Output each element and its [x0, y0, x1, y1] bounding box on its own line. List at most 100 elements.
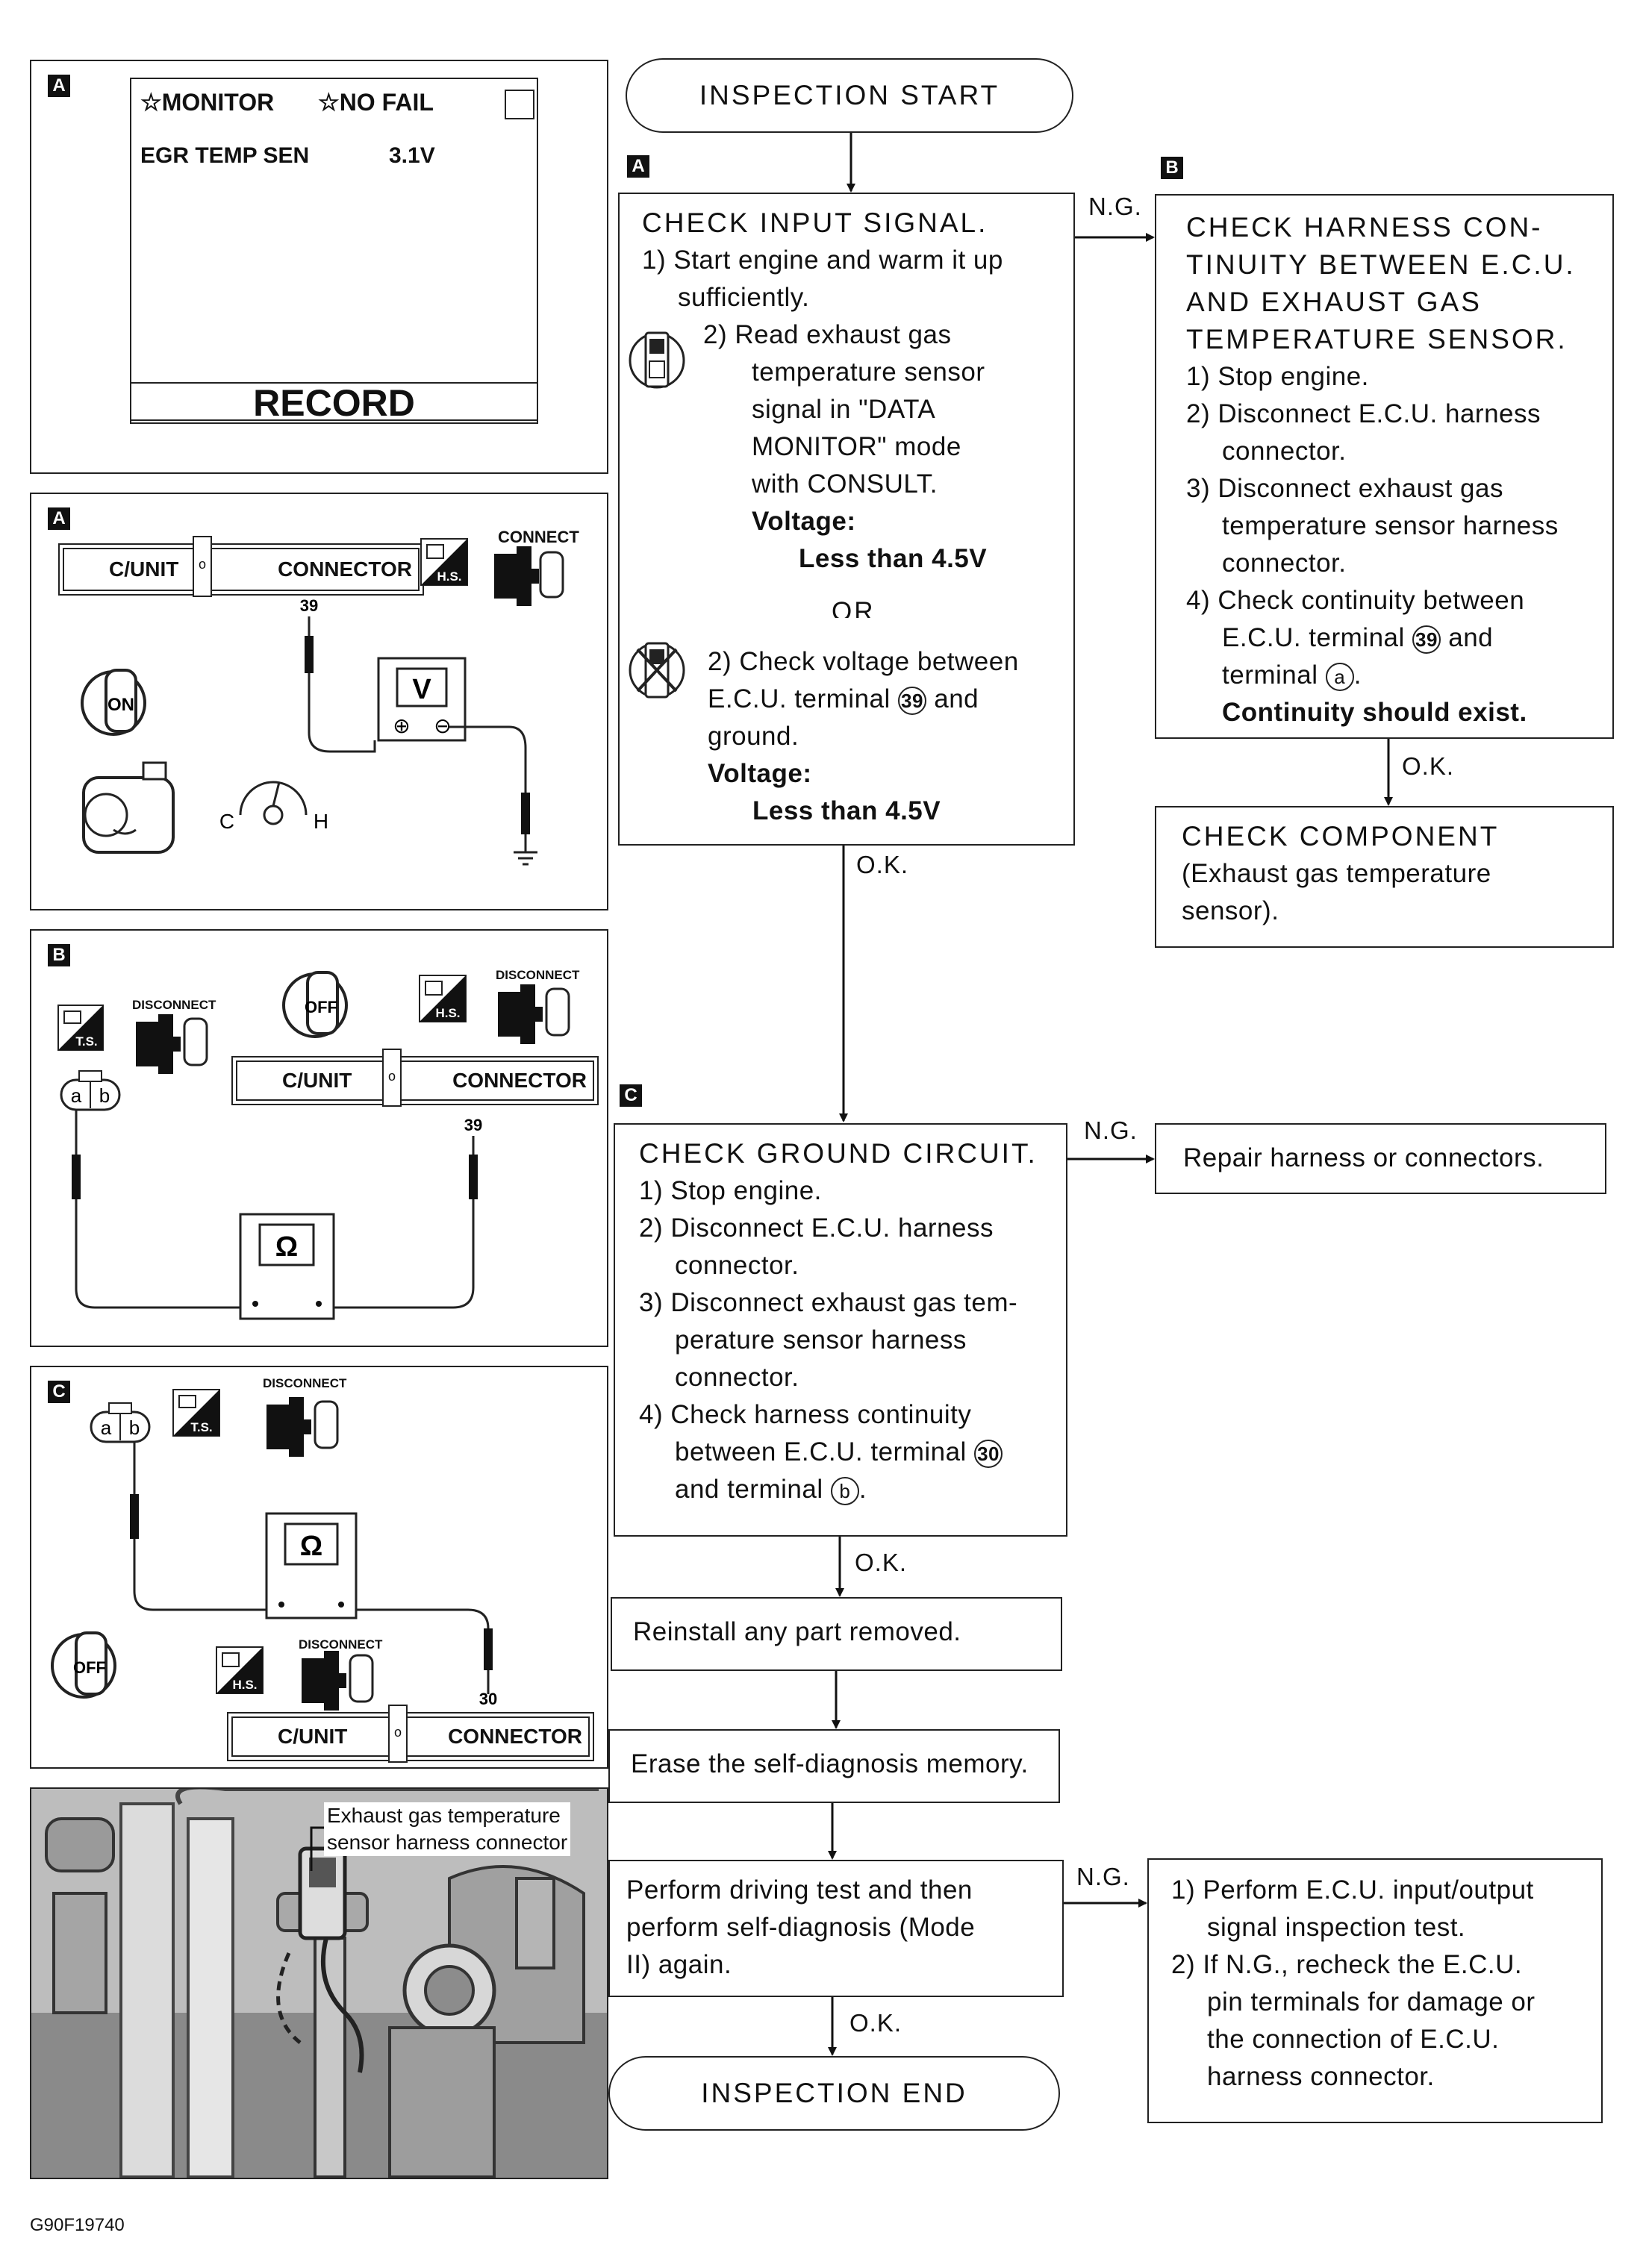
panel-tag: B	[48, 944, 70, 966]
box-b-step2-cont: connector.	[1222, 437, 1347, 466]
disconnect-hs-label: DISCONNECT	[496, 968, 580, 982]
ecu-step2-cont: pin terminals for damage or	[1207, 1987, 1536, 2016]
box-b-step4: 4) Check continuity between	[1186, 586, 1525, 615]
terminal-30-circle: 30	[974, 1439, 1003, 1468]
caption-line-2: sensor harness connector	[327, 1831, 568, 1854]
c-unit-label: C/UNIT	[282, 1069, 352, 1092]
panel-tag: A	[48, 75, 70, 97]
disconnect-ts-label: DISCONNECT	[263, 1376, 347, 1390]
monitor-item-value: 3.1V	[389, 143, 435, 168]
component-title: CHECK COMPONENT	[1182, 821, 1500, 852]
ng-label-drive: N.G.	[1076, 1863, 1130, 1890]
box-a-step2-cont: MONITOR" mode	[752, 432, 961, 461]
box-a-step2: 2) Read exhaust gas	[703, 320, 952, 349]
box-b-step2: 2) Disconnect E.C.U. harness	[1186, 399, 1541, 428]
box-a-alt-step: 2) Check voltage between	[708, 647, 1019, 676]
consult-screen-panel: A ☆MONITOR ☆NO FAIL EGR TEMP SEN 3.1V RE…	[30, 60, 608, 474]
repair-harness-box: Repair harness or connectors.	[1155, 1123, 1606, 1194]
connector-label: CONNECTOR	[452, 1069, 587, 1092]
ok-label-drive: O.K.	[849, 2009, 902, 2037]
connector-label: CONNECTOR	[278, 557, 412, 581]
box-c-title: CHECK GROUND CIRCUIT.	[639, 1138, 1038, 1169]
consult-display: ☆MONITOR ☆NO FAIL EGR TEMP SEN 3.1V RECO…	[130, 78, 538, 424]
box-a-voltage-value: Less than 4.5V	[799, 544, 988, 573]
hs-icon: H.S.	[216, 1646, 264, 1694]
connector-divider: o	[388, 1705, 408, 1763]
check-component-box: CHECK COMPONENT (Exhaust gas temperature…	[1155, 806, 1614, 948]
ok-label-a: O.K.	[856, 851, 909, 878]
connector-plug-icon	[302, 1651, 374, 1711]
panel-tag: A	[48, 507, 70, 530]
drive-line-3: II) again.	[626, 1950, 732, 1979]
gauge-h-label: H	[314, 810, 328, 833]
box-b-step1: 1) Stop engine.	[1186, 362, 1369, 391]
ecu-inspection-box: 1) Perform E.C.U. input/output signal in…	[1147, 1858, 1603, 2123]
box-a-alt-ground: ground.	[708, 722, 799, 751]
minus-terminal: ⊖	[434, 714, 451, 737]
panel-tag: C	[48, 1381, 70, 1403]
box-b-title-2: TINUITY BETWEEN E.C.U.	[1186, 249, 1576, 280]
box-b-title-3: AND EXHAUST GAS	[1186, 287, 1482, 317]
pin-a-label: a	[71, 1084, 82, 1107]
driving-test-box: Perform driving test and then perform se…	[608, 1860, 1064, 1997]
ecu-connector: C/UNIT CONNECTOR	[58, 543, 424, 596]
box-b-step3: 3) Disconnect exhaust gas	[1186, 474, 1503, 503]
component-line-2: (Exhaust gas temperature	[1182, 859, 1491, 888]
no-fail-header: ☆NO FAIL	[318, 88, 434, 116]
terminal-39-label: 39	[300, 596, 318, 615]
flow-tag-c: C	[620, 1084, 642, 1107]
box-c-step3-cont: perature sensor harness	[675, 1325, 967, 1355]
ok-label-c: O.K.	[855, 1549, 908, 1576]
panel-b-svg: T.S. OFF H.S. a b 39	[57, 971, 570, 1320]
box-c-step1: 1) Stop engine.	[639, 1176, 822, 1205]
disconnect-hs-label: DISCONNECT	[299, 1637, 383, 1652]
ecu-step1: 1) Perform E.C.U. input/output	[1171, 1875, 1534, 1905]
monitor-label: MONITOR	[161, 89, 275, 116]
box-a-step2-cont: signal in "DATA	[752, 395, 936, 424]
pin-b-label: b	[129, 1416, 140, 1439]
ts-label: T.S.	[75, 1034, 97, 1049]
repair-text: Repair harness or connectors.	[1183, 1143, 1544, 1172]
caption-line-1: Exhaust gas temperature	[327, 1804, 561, 1827]
box-b-step4-terminal-a-line: terminal a.	[1222, 660, 1362, 691]
box-a-title: CHECK INPUT SIGNAL.	[642, 207, 988, 238]
panel-a-svg: H.S. 39 V ⊕ ⊖ ON	[81, 538, 564, 866]
photo-caption: Exhaust gas temperature sensor harness c…	[324, 1802, 571, 1856]
connector-plug-icon	[266, 1397, 339, 1457]
box-a-alt-terminal-line: E.C.U. terminal 39 and	[708, 684, 979, 715]
erase-memory-box: Erase the self-diagnosis memory.	[608, 1729, 1060, 1803]
plus-terminal: ⊕	[393, 714, 410, 737]
box-a-step2-cont: temperature sensor	[752, 357, 985, 387]
panel-b-diagram: B DISCONNECT DISCONNECT C/UNIT CONNECTOR…	[30, 929, 608, 1347]
ecu-connector: C/UNIT CONNECTOR	[231, 1056, 599, 1105]
terminal-b-circle: b	[830, 1476, 859, 1505]
connector-plug-icon	[494, 546, 564, 606]
ohmmeter-label: Ω	[300, 1531, 322, 1562]
hs-label: H.S.	[437, 569, 461, 584]
terminal-39-circle: 39	[898, 686, 927, 715]
disconnect-ts-label: DISCONNECT	[132, 998, 216, 1012]
c-unit-label: C/UNIT	[109, 557, 179, 581]
check-harness-continuity-box: CHECK HARNESS CON- TINUITY BETWEEN E.C.U…	[1155, 194, 1614, 739]
box-c-step4: 4) Check harness continuity	[639, 1400, 972, 1429]
box-a-voltage-label: Voltage:	[752, 507, 856, 536]
checkbox[interactable]	[505, 90, 534, 119]
connect-label: CONNECT	[498, 528, 579, 546]
c-unit-label: C/UNIT	[278, 1725, 348, 1748]
box-b-step3-cont: temperature sensor harness	[1222, 511, 1559, 540]
panel-c-diagram: C DISCONNECT DISCONNECT C/UNIT CONNECTOR…	[30, 1366, 608, 1769]
record-button[interactable]: RECORD	[130, 382, 538, 424]
ts-icon: T.S.	[57, 1005, 104, 1051]
inspection-start: INSPECTION START	[626, 58, 1073, 133]
ecu-step2-cont: harness connector.	[1207, 2062, 1435, 2091]
erase-text: Erase the self-diagnosis memory.	[631, 1749, 1029, 1778]
component-line-3: sensor).	[1182, 896, 1279, 925]
box-b-continuity-note: Continuity should exist.	[1222, 698, 1527, 727]
box-c-step2: 2) Disconnect E.C.U. harness	[639, 1213, 994, 1243]
consult-tester-icon	[629, 331, 685, 389]
terminal-39-label: 39	[464, 1116, 482, 1134]
reinstall-text: Reinstall any part removed.	[633, 1617, 961, 1646]
temperature-gauge-icon: C H	[219, 781, 328, 833]
no-consult-icon	[629, 642, 685, 699]
ecu-step2: 2) If N.G., recheck the E.C.U.	[1171, 1950, 1523, 1979]
